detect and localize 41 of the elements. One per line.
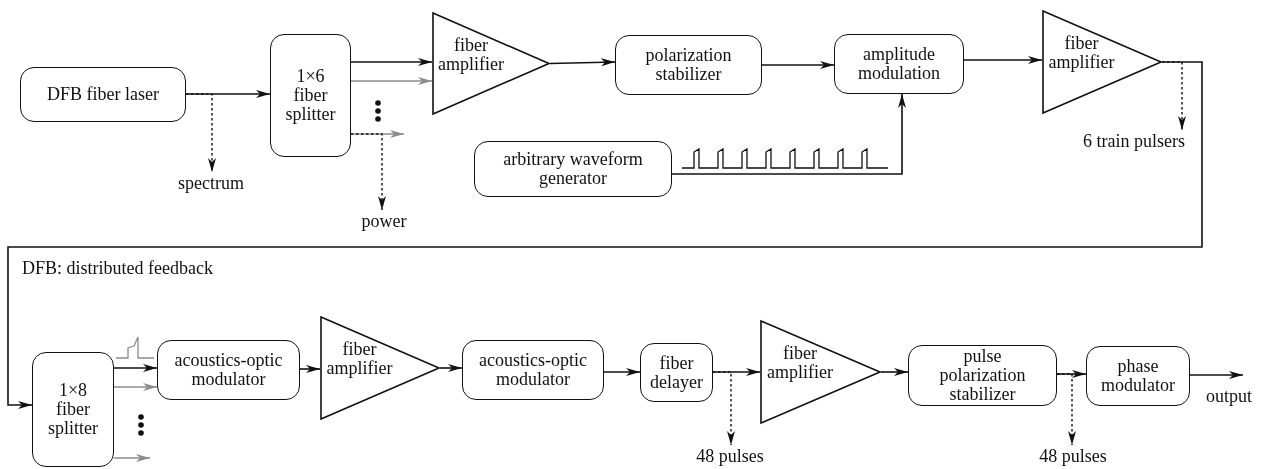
arrow (549, 58, 616, 67)
arrow (1189, 371, 1244, 379)
annotation-text: 48 pulses (684, 445, 776, 467)
process-box: DFB fiber laser (20, 67, 186, 122)
arrow (350, 77, 433, 85)
annotation-text: 48 pulses (1027, 445, 1119, 467)
arrow (603, 368, 641, 376)
process-box: fiber delayer (640, 343, 713, 402)
annotation-text: spectrum (168, 172, 254, 194)
arrow (299, 365, 321, 373)
arrow (113, 454, 151, 462)
arrow (880, 368, 909, 376)
dotted-arrow (712, 371, 735, 446)
arrow (439, 364, 463, 372)
arrow (7, 61, 1203, 409)
amplifier-triangle: fiber amplifier (432, 12, 550, 115)
amplifier-triangle: fiber amplifier (760, 320, 881, 424)
note-text: DFB: distributed feedback (22, 258, 213, 279)
dotted-arrow (1056, 373, 1076, 446)
amplifier-triangle: fiber amplifier (320, 316, 440, 420)
process-box: pulse polarization stabilizer (908, 345, 1057, 406)
arrow (350, 58, 433, 66)
annotation-text: output (1194, 375, 1264, 407)
process-box: acoustics-optic modulator (157, 340, 300, 400)
arrow (113, 364, 158, 372)
annotation-text: power (352, 210, 416, 232)
arrow (761, 61, 835, 69)
process-box: amplitude modulation (834, 34, 964, 94)
process-box: arbitrary waveform generator (474, 141, 672, 197)
arrow (671, 93, 906, 175)
process-box: acoustics-optic modulator (462, 340, 604, 400)
process-box: 1×8 fiber splitter (32, 352, 114, 467)
arrow (113, 383, 158, 391)
process-box: polarization stabilizer (615, 35, 762, 95)
process-box: phase modulator (1086, 346, 1190, 406)
dotted-arrow (185, 93, 216, 173)
arrow (963, 56, 1043, 64)
amplifier-triangle: fiber amplifier (1042, 10, 1162, 114)
dotted-arrow (350, 133, 386, 211)
process-box: 1×6 fiber splitter (270, 34, 351, 157)
annotation-text: 6 train pulsers (1066, 130, 1202, 152)
